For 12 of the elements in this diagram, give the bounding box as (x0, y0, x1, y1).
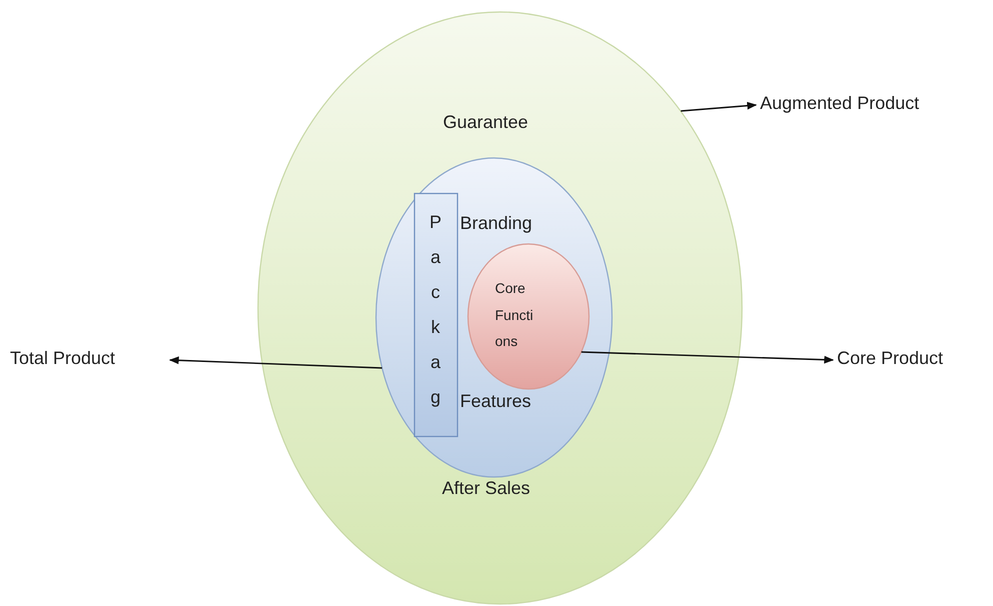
node-label: Packag (429, 211, 442, 410)
arrow (169, 356, 382, 369)
node-label: Core Functi ons (495, 279, 534, 352)
callout-label: Core Product (837, 348, 944, 370)
node-label: After Sales (442, 478, 530, 500)
callout-label: Augmented Product (760, 93, 920, 115)
node-label: Branding (460, 213, 532, 235)
arrow (680, 102, 757, 112)
node-label: Guarantee (443, 112, 528, 134)
callout-label: Total Product (10, 348, 116, 370)
arrow (581, 351, 834, 364)
node-label: Features (460, 391, 532, 413)
